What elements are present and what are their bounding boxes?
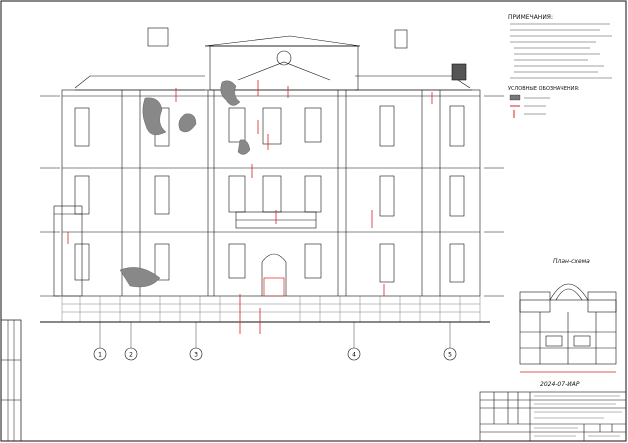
facade-elevation: [61, 27, 481, 297]
axis-label: 1: [98, 352, 102, 359]
title-block-text-lines: [534, 395, 622, 437]
plinth: [61, 295, 481, 323]
axis-marker: 4: [347, 347, 361, 361]
binding-strip: [0, 319, 22, 442]
axis-label: 5: [448, 352, 452, 359]
axis-grid: [99, 322, 451, 348]
elevation-marks: [40, 95, 504, 297]
project-code: 2024-07-ИАР: [540, 381, 580, 388]
plan-title: План-схема: [553, 258, 590, 265]
title-block: [479, 391, 627, 442]
legend-title: УСЛОВНЫЕ ОБОЗНАЧЕНИЯ:: [508, 86, 580, 92]
axis-label: 3: [194, 352, 198, 359]
windows-middle: [74, 175, 465, 229]
notes-title: ПРИМЕЧАНИЯ:: [508, 14, 553, 21]
axis-marker: 2: [124, 347, 138, 361]
legend-swatch-collapse: [509, 94, 521, 101]
notes-text-lines: [510, 23, 612, 79]
windows-upper: [74, 105, 465, 147]
axis-marker: 3: [189, 347, 203, 361]
defect-markers: [67, 80, 433, 334]
damage-patches: [119, 80, 251, 288]
axis-label: 2: [129, 352, 133, 359]
axis-marker: 1: [93, 347, 107, 361]
axis-label: 4: [352, 352, 356, 359]
plan-scheme: [519, 283, 617, 365]
legend: [509, 94, 550, 118]
axis-marker: 5: [443, 347, 457, 361]
left-annex: [53, 205, 83, 297]
windows-lower: [74, 243, 465, 297]
axis-markers: 1 2 3 4 5: [93, 347, 457, 361]
